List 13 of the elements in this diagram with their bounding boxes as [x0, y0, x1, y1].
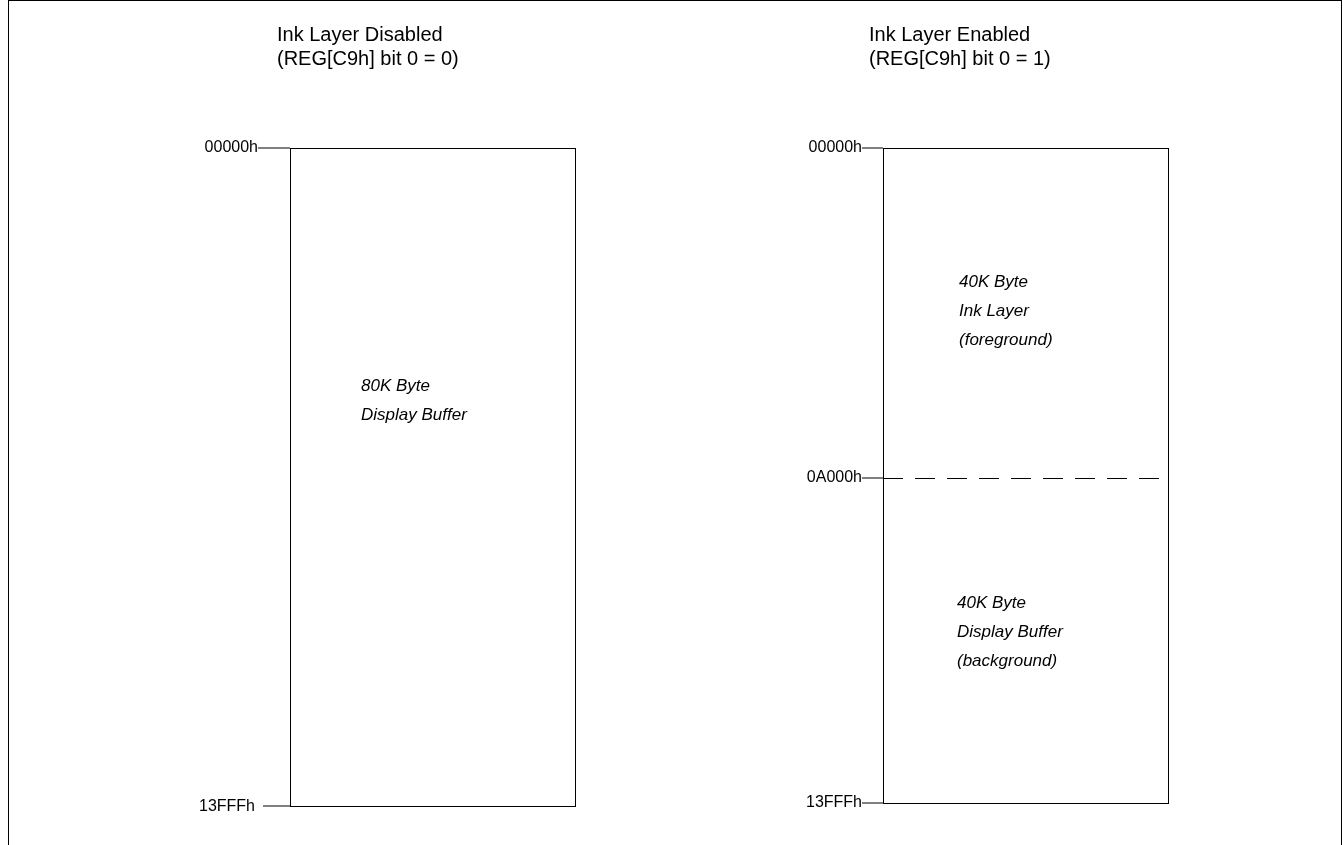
block-label: 40K Byte Display Buffer (background) — [957, 592, 1065, 672]
block-label: 80K Byte Display Buffer — [361, 375, 469, 426]
memory-block — [883, 148, 1169, 479]
address-label: 0A000h — [806, 468, 862, 486]
address-label: 00000h — [808, 138, 862, 156]
column-heading: Ink Layer Enabled (REG[C9h] bit 0 = 1) — [869, 22, 1052, 70]
address-label: 13FFFh — [806, 793, 862, 811]
address-label: 13FFFh — [199, 797, 255, 815]
block-label: 40K Byte Ink Layer (foreground) — [959, 271, 1054, 351]
memory-block — [883, 478, 1169, 804]
memory-block — [290, 148, 576, 807]
address-label: 00000h — [204, 138, 258, 156]
column-heading: Ink Layer Disabled (REG[C9h] bit 0 = 0) — [277, 22, 460, 70]
